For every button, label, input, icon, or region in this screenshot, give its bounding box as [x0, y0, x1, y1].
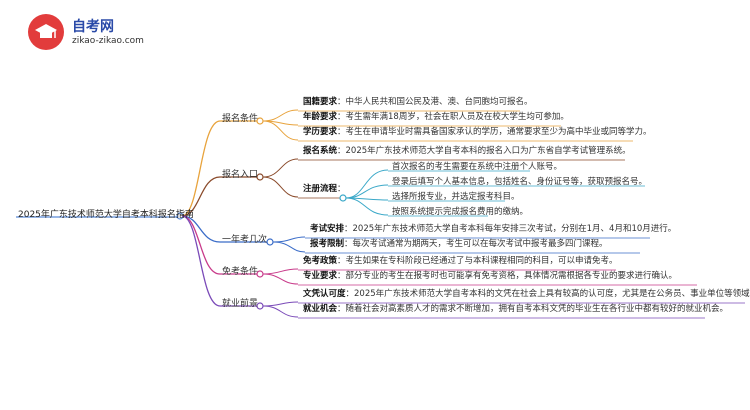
logo-title: 自考网	[72, 19, 114, 35]
leaf-exemption-policy: 免考政策：考生如果在专科阶段已经通过了与本科课程相同的科目，可以申请免考。	[303, 256, 618, 267]
leaf-connector-4-1	[262, 305, 299, 318]
branch-exams-per-year[interactable]: 一年考几次	[222, 235, 268, 245]
leaf-key: 报考限制	[310, 239, 345, 249]
leaf-key: 注册流程	[303, 184, 338, 194]
sub-connector-3	[345, 197, 389, 216]
site-logo[interactable]: 自考网 zikao-zikao.com	[28, 14, 158, 54]
leaf-employment-opportunity: 就业机会：随着社会对高素质人才的需求不断增加，拥有自考本科文凭的毕业生在各行业中…	[303, 304, 728, 315]
leaf-key: 文凭认可度	[303, 289, 346, 299]
leaf-text: ：随着社会对高素质人才的需求不断增加，拥有自考本科文凭的毕业生在各行业中都有较好…	[337, 304, 729, 314]
leaf-text: ：2025年广东技术师范大学自考本科的文凭在社会上具有较高的认可度，尤其是在公务…	[345, 289, 750, 299]
leaf-connector-0-2	[262, 120, 299, 141]
leaf-text: ：	[337, 184, 346, 194]
sub-connector-0	[345, 169, 389, 199]
sub-step-2: 登录后填写个人基本信息，包括姓名、身份证号等，获取预报名号。	[392, 177, 648, 187]
branch-connector-1	[181, 176, 258, 217]
leaf-registration-system: 报名系统：2025年广东技术师范大学自考本科的报名入口为广东省自学考试管理系统。	[303, 146, 631, 157]
leaf-registration-process: 注册流程：	[303, 184, 346, 195]
branch-connector-4	[181, 215, 258, 307]
leaf-text: ：中华人民共和国公民及港、澳、台同胞均可报名。	[337, 97, 533, 107]
branch-connector-0	[181, 120, 258, 217]
branch-registration-conditions[interactable]: 报名条件	[222, 114, 259, 124]
leaf-key: 考试安排	[310, 224, 345, 234]
sub-step-1: 首次报名的考生需要在系统中注册个人账号。	[392, 162, 563, 172]
leaf-key: 年龄要求	[303, 112, 338, 122]
leaf-text: ：2025年广东技术师范大学自考本科的报名入口为广东省自学考试管理系统。	[337, 146, 631, 156]
leaf-connector-2-0	[272, 236, 306, 243]
sub-step-3: 选择所报专业，并选定报考科目。	[392, 192, 520, 202]
leaf-connector-1-0	[262, 158, 299, 178]
leaf-exam-limit: 报考限制：每次考试通常为期两天，考生可以在每次考试中报考最多四门课程。	[310, 239, 608, 250]
leaf-education: 学历要求：考生在申请毕业时需具备国家承认的学历，通常要求至少为高中毕业或同等学力…	[303, 127, 652, 138]
leaf-age: 年龄要求：考生需年满18周岁，社会在职人员及在校大学生均可参加。	[303, 112, 569, 123]
leaf-text: ：考生需年满18周岁，社会在职人员及在校大学生均可参加。	[337, 112, 569, 122]
leaf-connector-3-1	[262, 273, 299, 285]
logo-subtitle: zikao-zikao.com	[72, 36, 144, 46]
sub-step-4: 按照系统提示完成报名费用的缴纳。	[392, 207, 529, 217]
leaf-text: ：考生在申请毕业时需具备国家承认的学历，通常要求至少为高中毕业或同等学力。	[337, 127, 652, 137]
branch-registration-entry[interactable]: 报名入口	[222, 170, 259, 180]
leaf-connector-4-0	[262, 301, 299, 307]
branch-connector-2	[181, 215, 268, 243]
leaf-key: 免考政策	[303, 256, 338, 266]
branch-node-dot-2	[266, 238, 274, 246]
leaf-text: ：每次考试通常为期两天，考生可以在每次考试中报考最多四门课程。	[344, 239, 608, 249]
sub-connector-1	[345, 184, 389, 199]
leaf-connector-3-0	[262, 268, 299, 275]
leaf-connector-2-1	[272, 241, 306, 253]
leaf-text: ：2025年广东技术师范大学自考本科每年安排三次考试，分别在1月、4月和10月进…	[344, 224, 677, 234]
leaf-diploma-recognition: 文凭认可度：2025年广东技术师范大学自考本科的文凭在社会上具有较高的认可度，尤…	[303, 289, 750, 300]
leaf-exam-schedule: 考试安排：2025年广东技术师范大学自考本科每年安排三次考试，分别在1月、4月和…	[310, 224, 676, 235]
root-topic[interactable]: 2025年广东技术师范大学自考本科报名指南	[18, 210, 194, 220]
leaf-text: ：部分专业的考生在报考时也可能享有免考资格，具体情况需根据各专业的要求进行确认。	[337, 271, 678, 281]
sub-node-dot	[339, 194, 347, 202]
leaf-key: 专业要求	[303, 271, 338, 281]
branch-connector-3	[181, 215, 258, 275]
leaf-key: 学历要求	[303, 127, 338, 137]
leaf-key: 就业机会	[303, 304, 338, 314]
branch-employment-prospects[interactable]: 就业前景	[222, 299, 259, 309]
leaf-key: 国籍要求	[303, 97, 338, 107]
leaf-nationality: 国籍要求：中华人民共和国公民及港、澳、台同胞均可报名。	[303, 97, 533, 108]
leaf-connector-0-0	[262, 109, 299, 122]
leaf-connector-1-1	[262, 176, 299, 198]
graduation-cap-icon	[28, 14, 64, 50]
branch-exemption-conditions[interactable]: 免考条件	[222, 267, 259, 277]
leaf-text: ：考生如果在专科阶段已经通过了与本科课程相同的科目，可以申请免考。	[337, 256, 618, 266]
leaf-major-requirement: 专业要求：部分专业的考生在报考时也可能享有免考资格，具体情况需根据各专业的要求进…	[303, 271, 677, 282]
leaf-key: 报名系统	[303, 146, 338, 156]
